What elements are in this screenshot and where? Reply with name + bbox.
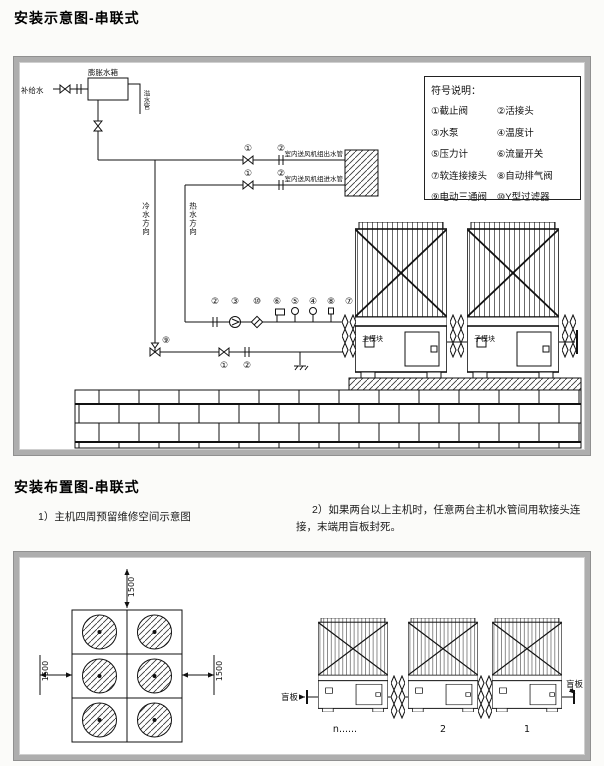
callout-8: ⑧ <box>327 297 335 307</box>
dim-left-label: 1500 <box>41 661 50 681</box>
main-module-label: 主模块 <box>362 334 383 343</box>
air-vent-icon <box>328 307 334 323</box>
legend-item: ⑦软连接接头 <box>431 170 488 182</box>
callout-7: ⑦ <box>345 297 353 307</box>
legend-item: ①截止阀 <box>431 106 469 117</box>
callout-4: ④ <box>309 297 317 307</box>
flex-connector-icon <box>450 314 464 358</box>
sub-module-label: 子模块 <box>474 334 495 343</box>
pressure-gauge-icon <box>291 307 299 323</box>
callout-1: ① <box>244 144 252 154</box>
main-module-unit <box>355 222 447 378</box>
callout-2: ② <box>277 144 285 154</box>
callout-6: ⑥ <box>273 297 281 307</box>
valve-icon <box>242 180 254 190</box>
thermometer-icon <box>309 307 317 323</box>
layout-diagram: 1500 1500 1500 盲板 盲板 <box>39 569 584 743</box>
valve-icon <box>218 347 230 357</box>
legend-box: 符号说明： ①截止阀 ②活接头 ③水泵 ④温度计 ⑤压力计 ⑥流量开关 ⑦软连接… <box>424 76 581 203</box>
blind-plate-leader <box>568 687 576 695</box>
note-2-line1: 2）如果两台以上主机时，任意两台主机水管间用软接头连 <box>312 504 581 516</box>
makeup-water-label: 补给水 <box>21 85 44 95</box>
layout-panel: 1500 1500 1500 盲板 盲板 <box>14 552 590 760</box>
callout-2: ② <box>243 361 251 371</box>
unit-n-label: n...... <box>333 724 357 735</box>
concrete-platform <box>348 377 582 391</box>
heat-pump-units: 主模块 子模块 <box>74 222 582 449</box>
legend-item: ⑥流量开关 <box>496 149 544 160</box>
unit-2-label: 2 <box>440 724 446 735</box>
cold-direction-label: 冷水方向 <box>141 201 150 236</box>
section1-title: 安装示意图-串联式 <box>14 10 140 26</box>
legend-title: 符号说明： <box>431 86 481 97</box>
expansion-tank-assembly: 补给水 膨胀水箱 溢水管 <box>21 67 150 160</box>
flex-connector-icon <box>562 314 576 358</box>
callout-10: ⑩ <box>253 297 261 307</box>
note-2-line2: 接，末端用盲板封死。 <box>296 521 401 533</box>
flex-connector-icon <box>391 675 405 719</box>
section2-title: 安装布置图-串联式 <box>14 479 140 495</box>
main-piping: ① ② ① ② 室内送风机组出水管 室内送风机组进水管 <box>98 144 379 197</box>
hot-direction-label: 热水方向 <box>188 201 197 236</box>
blind-plate-label-right: 盲板 <box>566 679 584 690</box>
expansion-tank-label: 膨胀水箱 <box>88 67 118 77</box>
flow-switch-icon <box>275 308 285 323</box>
legend-item: ⑧自动排气阀 <box>496 170 553 182</box>
inlet-pipe-label: 室内送风机组进水管 <box>285 174 344 183</box>
bottom-piping: ② ③ ⑩ ⑥ ⑤ ④ ⑧ ⑦ ① ② ⑨ <box>149 297 353 371</box>
legend-item: ⑩Y型过滤器 <box>496 192 550 203</box>
series-units: 盲板 盲板 n...... 2 1 <box>281 618 584 735</box>
overflow-pipe-label: 溢水管 <box>142 89 150 111</box>
unit-2 <box>408 618 478 712</box>
callout-3: ③ <box>231 297 239 307</box>
legend-items: ①截止阀 ②活接头 ③水泵 ④温度计 ⑤压力计 ⑥流量开关 ⑦软连接接头 ⑧自动… <box>431 103 574 203</box>
unit-n <box>318 618 388 712</box>
schematic-panel: 补给水 膨胀水箱 溢水管 ① ② <box>14 57 590 455</box>
valve-icon <box>242 155 254 165</box>
unit-1-label: 1 <box>524 724 530 735</box>
note-1: 1）主机四周预留维修空间示意图 <box>38 511 191 523</box>
brick-base <box>74 389 582 449</box>
outlet-pipe-label: 室内送风机组出水管 <box>285 149 344 158</box>
dim-right-label: 1500 <box>215 661 224 681</box>
flex-connector-icon <box>342 314 356 358</box>
valve-icon <box>93 120 103 132</box>
valve-icon <box>59 84 71 94</box>
callout-2: ② <box>211 297 219 307</box>
riser-piping: 冷水方向 热水方向 <box>141 160 198 352</box>
legend-item: ②活接头 <box>496 106 534 117</box>
flex-connector-icon <box>478 675 492 719</box>
drain-icon <box>294 352 309 371</box>
callout-2: ② <box>277 169 285 179</box>
callout-1: ① <box>220 361 228 371</box>
blind-plate-label-left: 盲板 <box>281 692 299 703</box>
legend-item: ⑨电动三通阀 <box>431 192 488 203</box>
callout-1: ① <box>244 169 252 179</box>
callout-5: ⑤ <box>291 297 299 307</box>
unit-1 <box>492 618 562 712</box>
legend-item: ③水泵 <box>431 127 459 139</box>
strainer-icon <box>250 315 264 329</box>
schematic-diagram: 补给水 膨胀水箱 溢水管 ① ② <box>21 67 582 449</box>
legend-item: ⑤压力计 <box>431 149 469 160</box>
dim-top-label: 1500 <box>127 577 136 597</box>
legend-item: ④温度计 <box>496 127 534 139</box>
pump-icon <box>229 316 241 328</box>
expansion-tank <box>87 77 129 101</box>
plan-view: 1500 1500 1500 <box>39 569 224 743</box>
callout-9: ⑨ <box>162 336 170 346</box>
sub-module-unit <box>467 222 559 378</box>
indoor-coil-unit <box>344 149 379 197</box>
